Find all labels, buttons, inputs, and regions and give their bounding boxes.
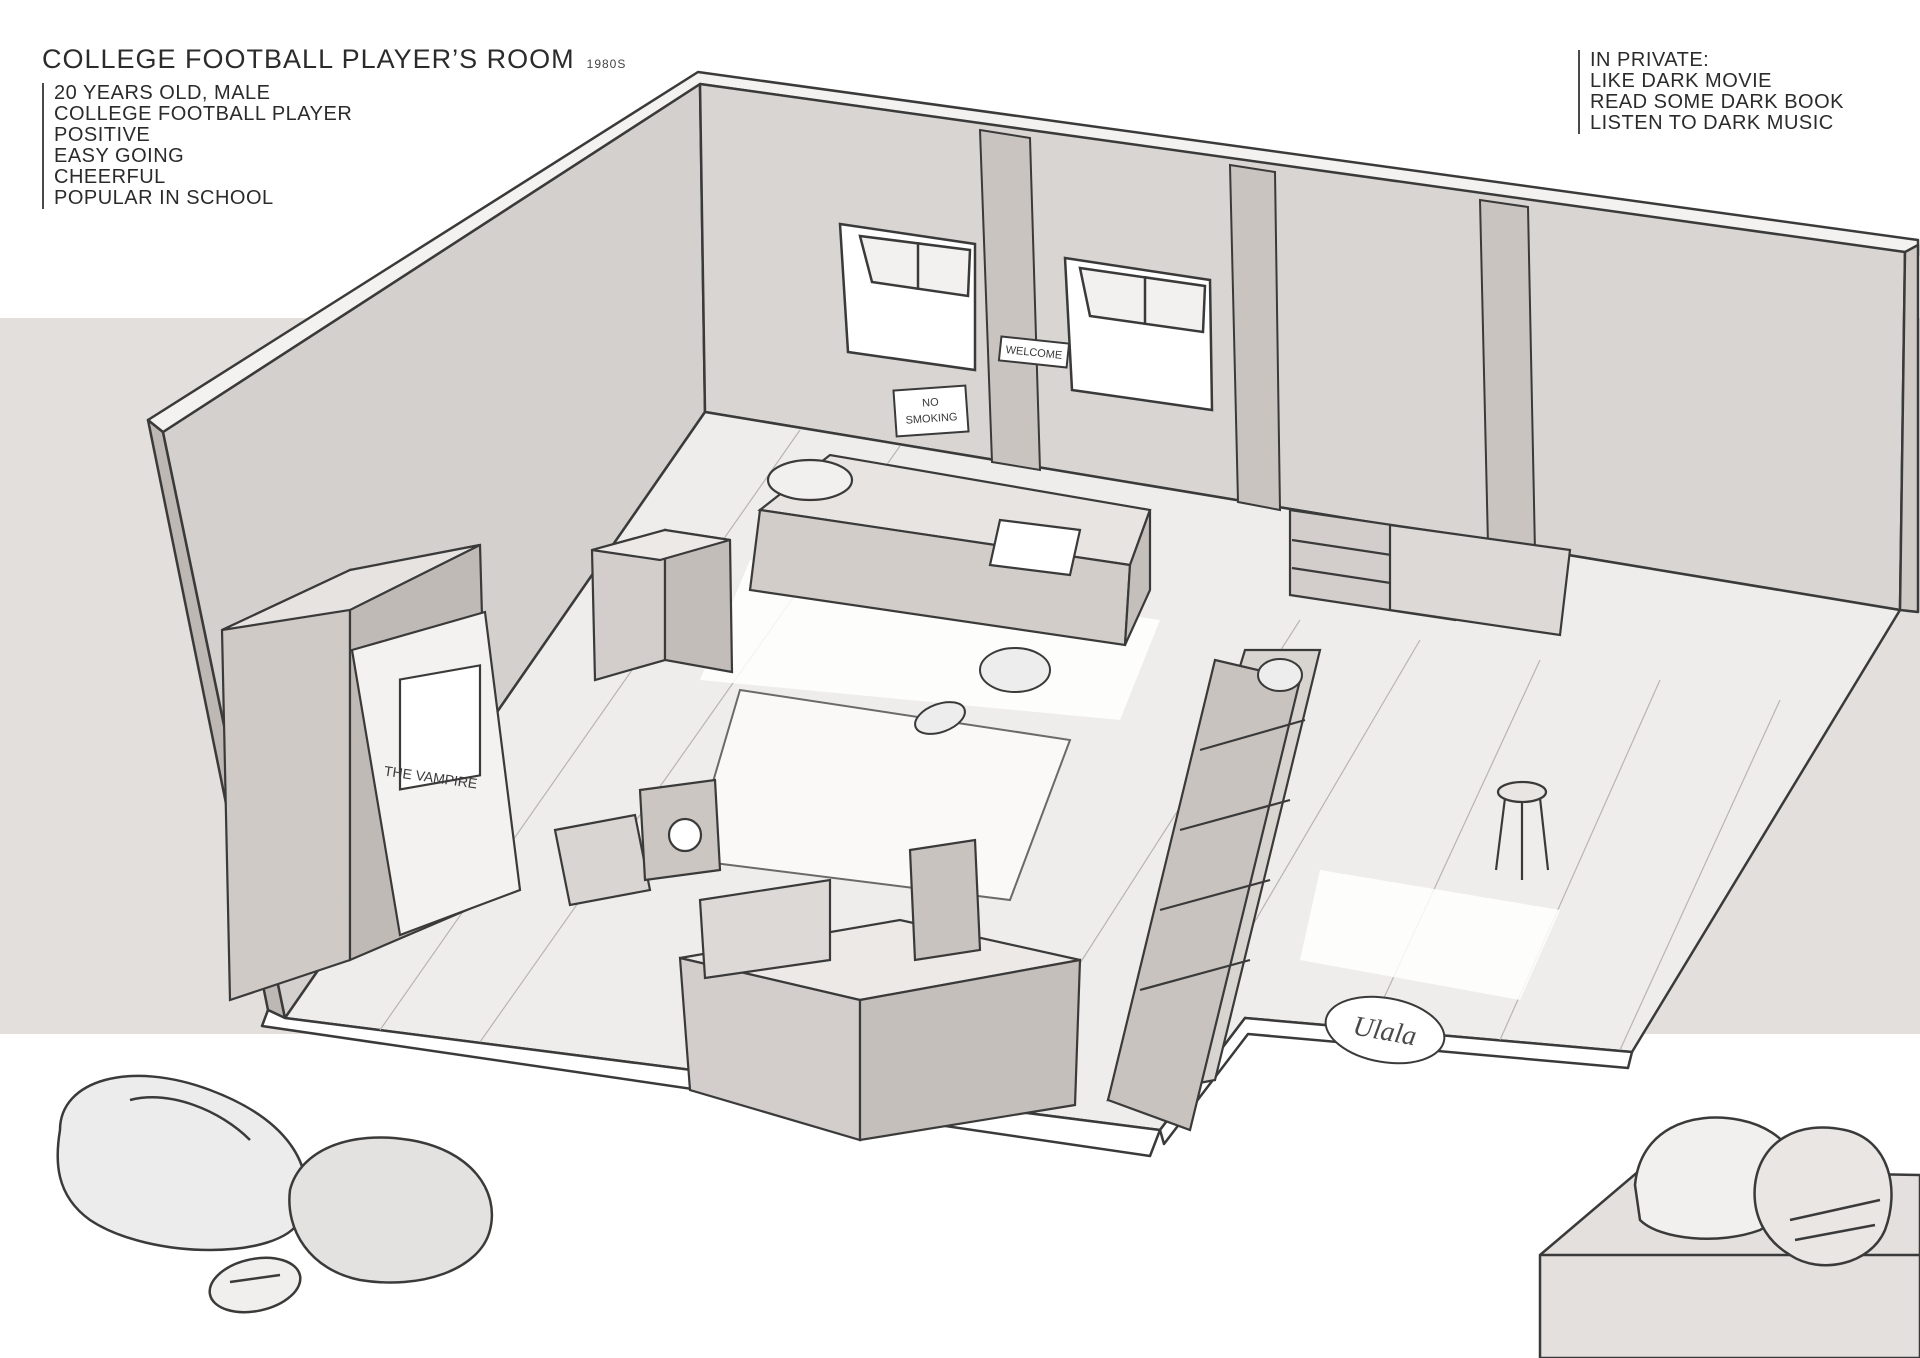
windows xyxy=(838,222,1214,412)
window-right-top xyxy=(1078,266,1207,334)
shoulder-pads xyxy=(288,1136,494,1284)
trait-item: POPULAR IN SCHOOL xyxy=(54,187,274,209)
wall-signs xyxy=(892,335,1071,438)
desk xyxy=(678,838,1082,1142)
private-item: READ SOME DARK BOOK xyxy=(1590,91,1844,113)
bottom-right-gear xyxy=(1538,1116,1920,1358)
stool xyxy=(1494,780,1550,880)
trait-item: 20 YEARS OLD, MALE xyxy=(54,82,271,104)
trait-list: 20 YEARS OLD, MALE COLLEGE FOOTBALL PLAY… xyxy=(42,83,626,209)
no-smoking-text-1: NO xyxy=(922,396,940,409)
trait-item: CHEERFUL xyxy=(54,166,166,188)
trait-item: EASY GOING xyxy=(54,145,185,167)
private-item: LIKE DARK MOVIE xyxy=(1590,70,1772,92)
bottom-left-gear xyxy=(56,1074,494,1314)
football xyxy=(208,1256,302,1314)
era-label: 1980S xyxy=(586,57,627,71)
title-block: COLLEGE FOOTBALL PLAYER’S ROOM 1980S 20 … xyxy=(42,44,626,209)
trait-item: COLLEGE FOOTBALL PLAYER xyxy=(54,103,353,125)
ulala-rug: Ulala xyxy=(1324,995,1446,1065)
private-block: IN PRIVATE: LIKE DARK MOVIE READ SOME DA… xyxy=(1578,50,1844,134)
no-smoking-sign xyxy=(892,384,970,438)
private-list: IN PRIVATE: LIKE DARK MOVIE READ SOME DA… xyxy=(1578,50,1844,134)
window-left-top xyxy=(858,234,972,298)
trait-item: POSITIVE xyxy=(54,124,151,146)
floor-edge-right xyxy=(1158,1016,1634,1146)
room-gear xyxy=(914,647,1303,735)
page-title: COLLEGE FOOTBALL PLAYER’S ROOM xyxy=(42,44,575,74)
welcome-text: WELCOME xyxy=(1005,344,1063,362)
right-wall-edge xyxy=(1898,243,1920,614)
stereo xyxy=(553,778,722,907)
bed xyxy=(748,453,1152,647)
helmet-right xyxy=(1753,1126,1893,1267)
no-smoking-text-2: SMOKING xyxy=(905,411,958,427)
dresser xyxy=(1288,508,1572,637)
nightstand xyxy=(590,528,734,682)
title-row: COLLEGE FOOTBALL PLAYER’S ROOM 1980S xyxy=(42,44,626,75)
welcome-sign xyxy=(997,335,1071,369)
private-item: LISTEN TO DARK MUSIC xyxy=(1590,112,1834,134)
wardrobe xyxy=(220,543,522,1002)
private-item: IN PRIVATE: xyxy=(1590,49,1710,71)
beams xyxy=(978,128,1537,554)
